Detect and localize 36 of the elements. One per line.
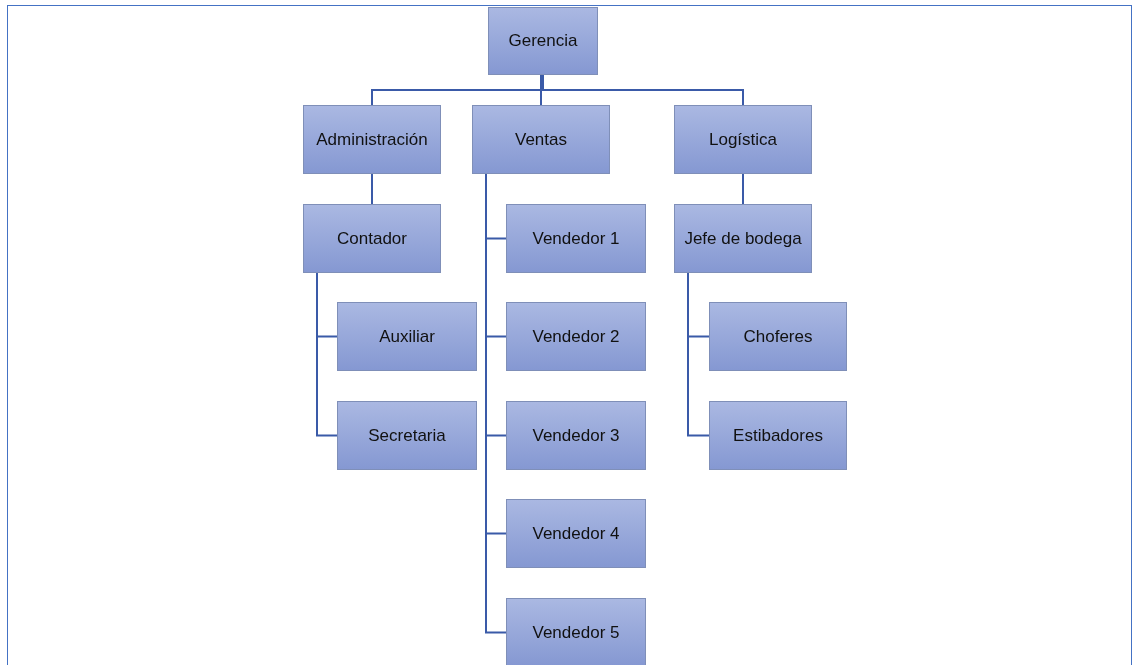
position-label: Vendedor 3 [532, 425, 620, 446]
position-label: Ventas [515, 129, 567, 150]
position-box [674, 105, 812, 174]
position-box [488, 7, 598, 75]
position-label: Vendedor 1 [532, 228, 620, 249]
position-label: Vendedor 2 [532, 326, 620, 347]
position-label: Contador [337, 228, 407, 249]
position-label: Auxiliar [379, 326, 435, 347]
position-box [709, 302, 847, 371]
position-label: Administración [316, 129, 428, 150]
position-box [506, 302, 646, 371]
position-box [709, 401, 847, 470]
position-box [506, 401, 646, 470]
position-label: Logística [708, 129, 777, 150]
connector-line [371, 173, 373, 205]
connector-line [316, 272, 338, 437]
connector-line [687, 272, 710, 437]
position-box [303, 204, 441, 273]
connector-line [540, 74, 542, 106]
position-box [506, 499, 646, 568]
position-box [506, 204, 646, 273]
position-label: Vendedor 4 [532, 523, 620, 544]
position-label: Jefe de bodega [684, 228, 802, 249]
position-box [472, 105, 610, 174]
connector-line [742, 173, 744, 205]
position-label: Vendedor 5 [532, 622, 620, 643]
position-label: Gerencia [508, 31, 578, 51]
position-box [506, 598, 646, 665]
position-box [303, 105, 441, 174]
position-label: Secretaria [368, 425, 446, 446]
position-box [337, 302, 477, 371]
position-box [337, 401, 477, 470]
connector-line [542, 74, 744, 106]
position-label: Choferes [743, 326, 813, 347]
position-box [674, 204, 812, 273]
position-label: Estibadores [733, 425, 823, 446]
